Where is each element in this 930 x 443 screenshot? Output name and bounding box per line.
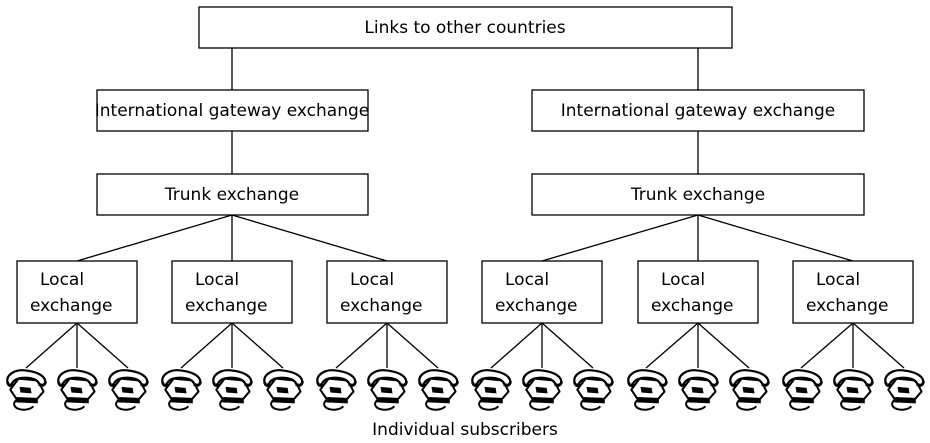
gateway-box-left — [96, 89, 369, 132]
local-box-5 — [637, 260, 759, 324]
trunk-exchange-right: Trunk exchange — [531, 173, 865, 216]
telephone-icon — [832, 368, 874, 412]
telephone-icon — [366, 368, 408, 412]
local-label-4-line1: Local — [505, 270, 549, 290]
telephone-icon — [883, 368, 925, 412]
local-exchange-6: Local exchange — [792, 260, 914, 324]
local-exchange-5: Local exchange — [637, 260, 759, 324]
line-trunk-right-to-local-6 — [697, 214, 854, 262]
telephone-icon — [626, 368, 668, 412]
local-label-1-line1: Local — [40, 270, 84, 290]
telephone-icon — [677, 368, 719, 412]
local-to-subscriber-lines — [25, 322, 905, 369]
telephone-icon — [107, 368, 149, 412]
telephone-icon — [262, 368, 304, 412]
local-exchange-1: Local exchange — [16, 260, 138, 324]
trunk-label-right: Trunk exchange — [630, 185, 765, 205]
line-trunk-right-to-local-4 — [541, 214, 699, 262]
local-label-6-line2: exchange — [806, 296, 889, 316]
individual-subscribers-label: Individual subscribers — [372, 420, 558, 440]
trunk-exchange-left: Trunk exchange — [96, 173, 369, 216]
local-label-4-line2: exchange — [495, 296, 578, 316]
line-trunk-left-to-local-3 — [231, 214, 388, 262]
top-node-box — [198, 6, 733, 49]
local-exchange-2: Local exchange — [171, 260, 293, 324]
gateway-label-right: International gateway exchange — [561, 101, 836, 121]
local-label-3-line2: exchange — [340, 296, 423, 316]
telephone-icon — [417, 368, 459, 412]
local-box-2 — [171, 260, 293, 324]
telephone-icon — [160, 368, 202, 412]
local-box-3 — [326, 260, 448, 324]
local-exchange-3: Local exchange — [326, 260, 448, 324]
telephone-icon — [728, 368, 770, 412]
local-label-2-line2: exchange — [185, 296, 268, 316]
telephone-icon — [521, 368, 563, 412]
connector-lines — [25, 48, 905, 369]
gateway-label-left: International gateway exchange — [95, 101, 370, 121]
trunk-label-left: Trunk exchange — [164, 185, 299, 205]
telephone-icon — [56, 368, 98, 412]
top-node-label: Links to other countries — [364, 18, 565, 38]
trunk-box-right — [531, 173, 865, 216]
telephone-icon — [470, 368, 512, 412]
gateway-exchange-right: International gateway exchange — [531, 89, 865, 132]
gateway-exchange-left: International gateway exchange — [95, 89, 370, 132]
local-label-5-line1: Local — [661, 270, 705, 290]
local-exchange-4: Local exchange — [481, 260, 603, 324]
telephone-icon — [315, 368, 357, 412]
telephone-icon — [211, 368, 253, 412]
telephone-icon — [5, 368, 47, 412]
line-trunk-left-to-local-1 — [76, 214, 233, 262]
telephone-icon — [572, 368, 614, 412]
local-box-1 — [16, 260, 138, 324]
local-box-6 — [792, 260, 914, 324]
local-label-3-line1: Local — [350, 270, 394, 290]
local-label-2-line1: Local — [195, 270, 239, 290]
local-label-5-line2: exchange — [651, 296, 734, 316]
local-label-1-line2: exchange — [30, 296, 113, 316]
subscriber-telephones — [5, 368, 925, 412]
trunk-box-left — [96, 173, 369, 216]
local-box-4 — [481, 260, 603, 324]
local-label-6-line1: Local — [816, 270, 860, 290]
gateway-box-right — [531, 89, 865, 132]
top-node-links-to-other-countries: Links to other countries — [198, 6, 733, 49]
telephone-icon — [781, 368, 823, 412]
